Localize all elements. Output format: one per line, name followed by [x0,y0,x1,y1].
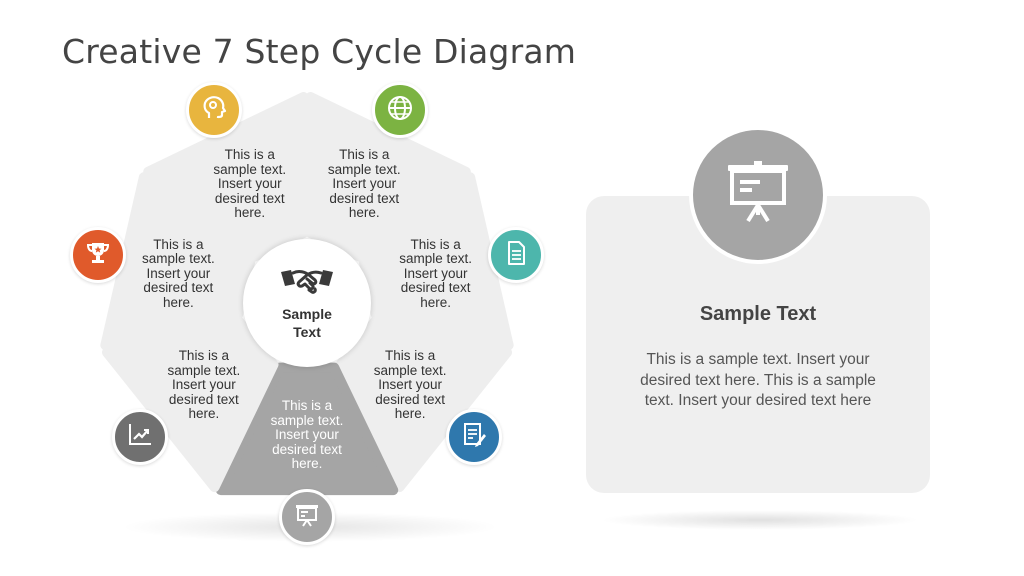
segment-text-line: sample text. [141,250,215,266]
handshake-icon [279,266,335,301]
segment-text-line: here. [420,294,452,310]
cycle-segment-6[interactable] [101,317,279,493]
segment-text-line: sample text. [270,412,344,428]
segment-text-line: sample text. [399,250,473,266]
segment-text-line: Insert your [146,265,211,281]
presentation-board-icon [724,159,792,232]
segment-text-line: Insert your [171,377,236,393]
segment-text-line: here. [162,294,194,310]
segment-text-line: here. [234,204,266,220]
card-shadow [600,510,920,530]
segment-text-line: Insert your [217,175,282,191]
segment-text-line: Insert your [403,265,468,281]
segment-text-line: sample text. [213,161,287,177]
segment-icon-circle-4 [446,408,503,465]
segment-text-line: Insert your [275,426,339,442]
segment-text-line: This is a [224,146,275,162]
segment-text-line: desired text [214,190,285,206]
page-title: Creative 7 Step Cycle Diagram [62,32,577,71]
segment-text-line: This is a [410,236,461,252]
segment-text-line: here. [291,455,323,471]
center-label: Sample Text [282,305,332,340]
presentation-board-icon [293,501,321,534]
center-hub[interactable]: Sample Text [243,239,371,367]
segment-text-line: here. [348,204,380,220]
trophy-icon [84,239,112,272]
notepad-pencil-icon [460,420,488,453]
segment-text-line: here. [188,406,220,422]
segment-icon-circle-1 [186,82,243,139]
head-icon [200,94,228,127]
segment-text-line: desired text [168,391,239,407]
segment-text-line: sample text. [373,362,447,378]
document-icon [502,239,530,272]
segment-text-line: desired text [375,391,446,407]
segment-icon-circle-2 [371,82,428,139]
segment-text-line: desired text [400,279,471,295]
globe-icon [386,94,414,127]
cycle-segment-4[interactable] [335,317,513,493]
segment-text-line: Insert your [378,377,443,393]
segment-text-line: desired text [143,279,214,295]
cycle-segment-5[interactable] [215,362,399,496]
segment-icon-circle-5 [279,489,335,545]
segment-text-line: This is a [178,348,229,364]
segment-text-line: This is a [153,236,204,252]
segment-text-line: This is a [281,397,333,413]
segment-text-line: Insert your [332,175,397,191]
segment-text-line: desired text [272,441,342,457]
chart-trend-icon [126,420,154,453]
card-body: This is a sample text. Insert your desir… [640,351,876,409]
segment-text-line: desired text [329,190,400,206]
cycle-segment-3[interactable] [358,172,514,351]
segment-text-line: here. [394,406,426,422]
card-icon-circle [689,126,827,264]
segment-icon-circle-7 [70,227,127,284]
segment-text-line: sample text. [167,362,241,378]
cycle-segment-2[interactable] [305,91,471,262]
segment-icon-circle-6 [111,408,168,465]
card-title: Sample Text [699,303,817,325]
segment-icon-circle-3 [487,227,544,284]
segment-text-line: This is a [385,348,436,364]
segment-text-line: This is a [339,146,390,162]
segment-text-line: sample text. [327,161,401,177]
